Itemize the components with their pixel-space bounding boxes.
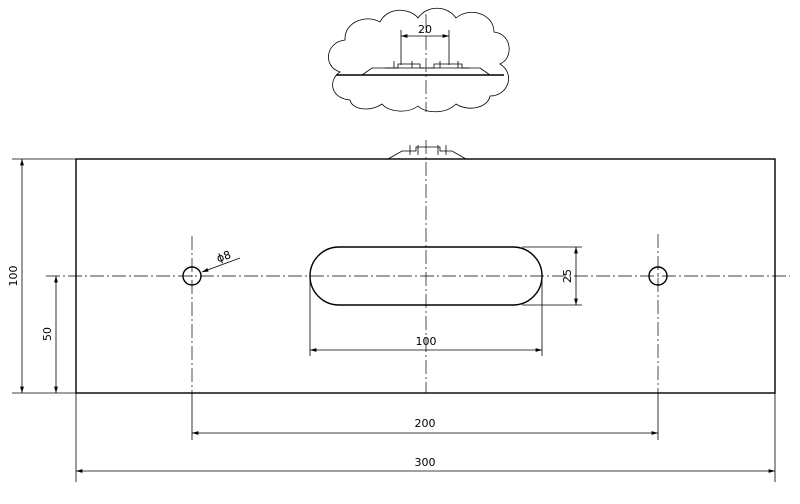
- detail-right-profile: [428, 63, 491, 76]
- slot-height-label: 25: [561, 269, 574, 283]
- plate: [46, 140, 790, 394]
- hole-diameter-label: ϕ8: [215, 248, 233, 265]
- dim-slot-height: 25: [522, 246, 582, 306]
- height-half-label: 50: [41, 327, 54, 341]
- dim-slot-length: 100: [309, 276, 543, 356]
- center-slot: [309, 246, 543, 306]
- top-profile: [387, 146, 467, 160]
- detail-cloud-outline: [328, 7, 510, 113]
- detail-width-label: 20: [418, 23, 432, 36]
- hole-spacing-label: 200: [415, 417, 436, 430]
- detail-callout: 20: [328, 7, 510, 113]
- dim-height-half: 50: [41, 276, 58, 393]
- dim-hole-spacing: 200: [191, 393, 659, 440]
- dim-height-total: 100: [7, 158, 76, 394]
- dim-overall-width: 300: [75, 393, 776, 482]
- hole-diameter-leader: [201, 257, 241, 273]
- height-total-label: 100: [7, 266, 20, 287]
- detail-left-profile: [361, 63, 424, 76]
- slot-length-label: 100: [416, 335, 437, 348]
- overall-width-label: 300: [415, 456, 436, 469]
- dim-hole-diameter: ϕ8: [201, 248, 241, 273]
